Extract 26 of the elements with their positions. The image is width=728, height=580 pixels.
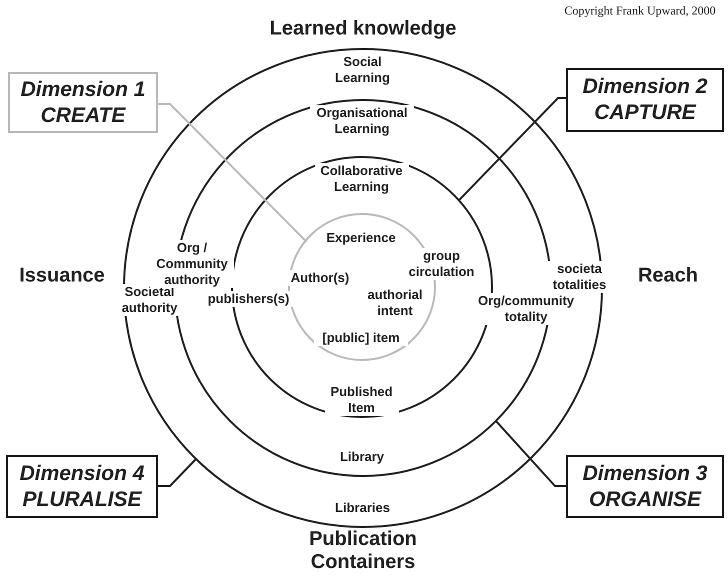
dimension-box [8, 72, 158, 133]
axis-heading: Reach [636, 264, 700, 288]
dimension-name: CAPTURE [594, 100, 696, 126]
leader-line [495, 420, 566, 487]
dimension-name: ORGANISE [588, 486, 701, 512]
ring-label: [public] item [314, 330, 408, 346]
leader-line [458, 97, 566, 201]
dimension-number: Dimension 4 [20, 460, 144, 486]
ring-label: Organisational Learning [310, 105, 414, 137]
dimension-name: PLURALISE [22, 486, 142, 512]
ring-label: Published Item [324, 384, 398, 416]
ring-label: Collaborative Learning [314, 162, 408, 194]
dimension-name: CREATE [40, 102, 126, 128]
ring-label: Author(s) [288, 270, 352, 286]
leader-line [158, 103, 308, 242]
copyright-note: Copyright Frank Upward, 2000 [563, 4, 717, 18]
dimension-number: Dimension 1 [20, 76, 146, 102]
axis-heading: Publication Containers [308, 528, 418, 574]
axis-heading: Issuance [18, 264, 106, 288]
leader-line [158, 458, 197, 487]
dimension-box [566, 455, 724, 518]
axis-heading: Learned knowledge [268, 18, 458, 40]
dimension-box [566, 68, 724, 132]
dimension-box [6, 455, 158, 518]
dimension-number: Dimension 2 [582, 74, 708, 100]
dimension-number: Dimension 3 [582, 460, 708, 486]
